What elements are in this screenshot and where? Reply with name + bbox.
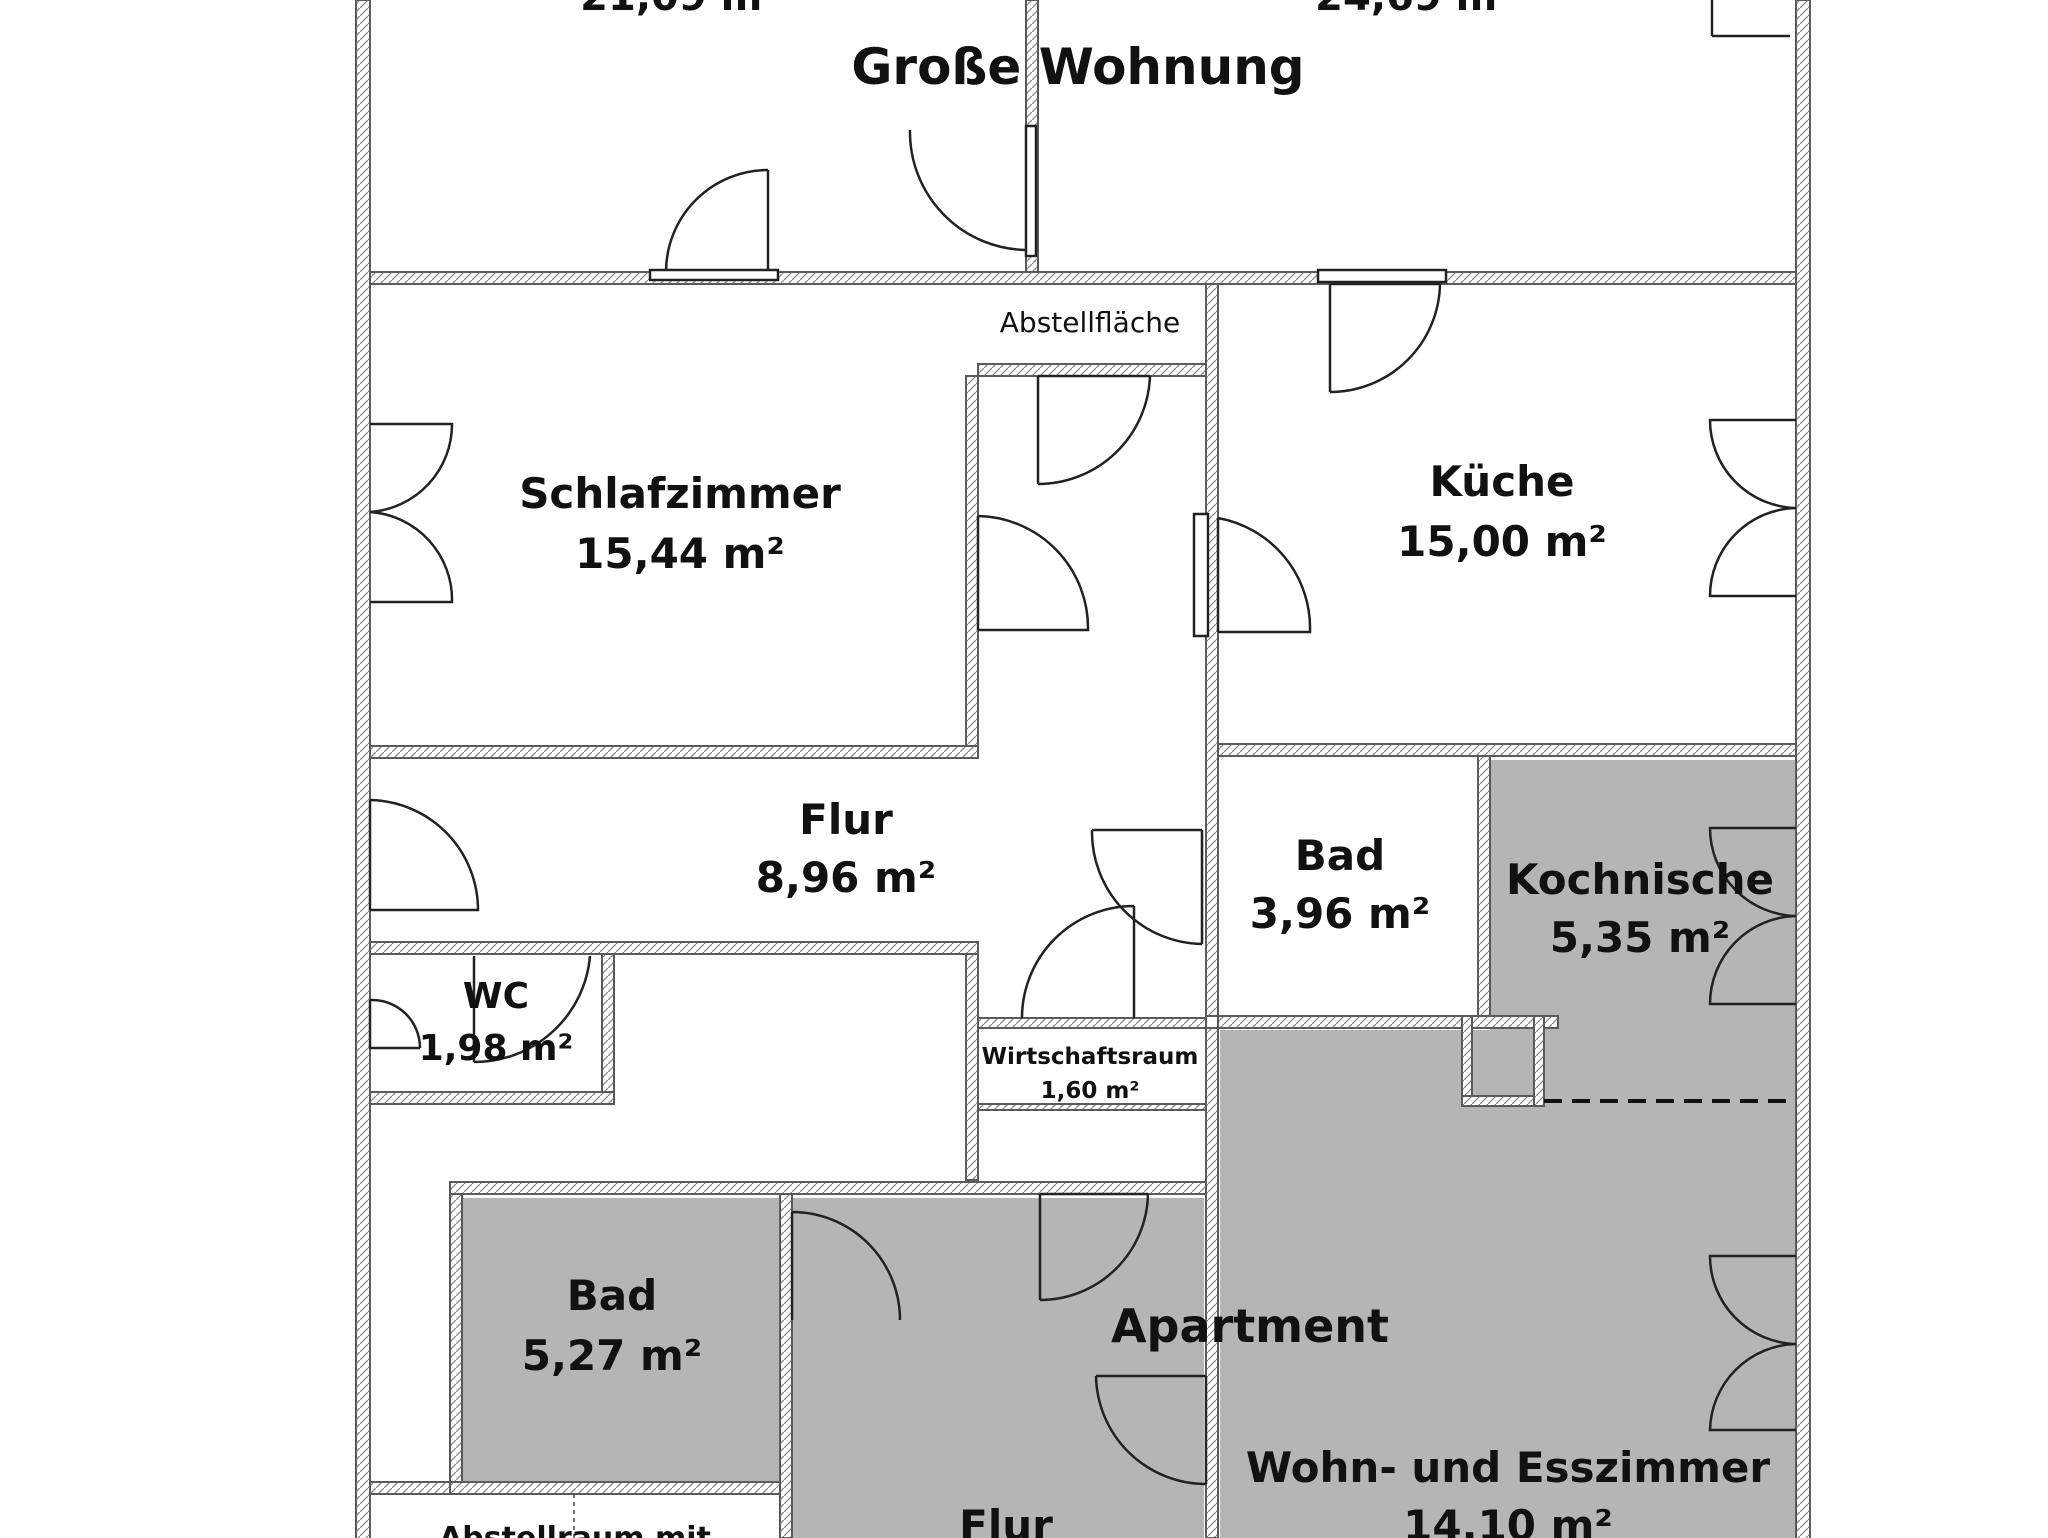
- door: [369, 422, 454, 604]
- apartment-title-small: Apartment: [1111, 1299, 1389, 1353]
- door: [1192, 512, 1312, 638]
- wall-v-kueche-left: [1205, 283, 1219, 1017]
- door: [1708, 826, 1797, 1006]
- bad-large-area: 3,96 m²: [1250, 889, 1430, 938]
- abstellraum-label: Abstellraum mit: [439, 1521, 711, 1538]
- wall-h-kueche-bottom: [1217, 743, 1797, 757]
- wall-h-abstellraum-top: [369, 1481, 451, 1495]
- flur-small-name: Flur: [959, 1501, 1053, 1538]
- kochnische-area: 5,35 m²: [1550, 913, 1730, 962]
- wall-niche-right: [1533, 1015, 1545, 1107]
- bad-small-fill: [462, 1198, 780, 1482]
- wirtschaftsraum-area: 1,60 m²: [1041, 1078, 1140, 1104]
- wall-niche-left: [1461, 1015, 1473, 1107]
- bad-large-name: Bad: [1295, 831, 1385, 880]
- door: [1038, 1192, 1150, 1302]
- door: [1316, 268, 1448, 394]
- wall-h-schlaf-bottom: [369, 745, 979, 759]
- door: [648, 168, 780, 282]
- door: [1090, 828, 1204, 946]
- wall-h-apartment-top: [449, 1181, 1207, 1195]
- schlafzimmer-area: 15,44 m²: [575, 529, 785, 578]
- wall-niche-bottom: [1461, 1095, 1545, 1107]
- door: [908, 124, 1038, 258]
- schlafzimmer-name: Schlafzimmer: [519, 469, 841, 518]
- doors: [368, 0, 1797, 1486]
- wall-h-bad-bottom: [1217, 1015, 1559, 1029]
- wall-v-bad-small-left: [449, 1193, 463, 1483]
- door: [1708, 418, 1797, 598]
- wall-h-wc-bottom: [369, 1091, 615, 1105]
- door: [976, 514, 1090, 632]
- wall-right: [1795, 0, 1811, 1538]
- room-area-top-right: 24,69 m²: [1315, 0, 1515, 20]
- flur-large-name: Flur: [799, 795, 893, 844]
- apartment-fills: [462, 760, 1796, 1538]
- flur-large-area: 8,96 m²: [756, 853, 936, 902]
- wall-left: [355, 0, 371, 1538]
- door: [1708, 1254, 1797, 1432]
- kueche-area: 15,00 m²: [1397, 517, 1607, 566]
- flur-small-fill: [792, 1198, 1204, 1538]
- wall-h-wirtschaft-top: [977, 1017, 1207, 1029]
- wall-h-flur-bottom: [369, 941, 979, 955]
- wall-v-schlaf-right: [965, 375, 979, 757]
- bad-small-name: Bad: [567, 1271, 657, 1320]
- abstellflaeche-label: Abstellfläche: [1000, 306, 1180, 339]
- wall-abstell-bottom: [977, 363, 1207, 377]
- door: [472, 955, 592, 1064]
- kueche-name: Küche: [1430, 457, 1575, 506]
- door: [368, 998, 422, 1050]
- wall-v-bad-small-right: [779, 1193, 793, 1538]
- wohnzimmer-fill: [1220, 1030, 1796, 1538]
- wohnzimmer-area: 14,10 m²: [1403, 1501, 1613, 1538]
- exterior-walls: [355, 0, 1811, 1538]
- wall-v-wc-right: [601, 953, 615, 1103]
- bad-small-area: 5,27 m²: [522, 1331, 702, 1380]
- door: [1036, 374, 1152, 486]
- room-area-top-left: 21,09 m²: [580, 0, 780, 20]
- wall-v-flur-right: [965, 953, 979, 1181]
- kochnische-name: Kochnische: [1506, 855, 1774, 904]
- wall-h-top: [369, 271, 1797, 285]
- wall-h-wirtschaft-mid: [977, 1103, 1207, 1111]
- wirtschaftsraum-name: Wirtschaftsraum: [982, 1044, 1199, 1070]
- wall-h-bad-small-bottom: [449, 1481, 781, 1495]
- wall-v-bad-right: [1477, 755, 1491, 1017]
- door: [1710, 0, 1790, 38]
- door: [790, 1210, 902, 1321]
- door: [1094, 1374, 1208, 1486]
- apartment-title-large: Große Wohnung: [851, 38, 1304, 96]
- wc-area: 1,98 m²: [419, 1028, 574, 1069]
- door: [368, 798, 480, 912]
- wohnzimmer-name: Wohn- und Esszimmer: [1246, 1443, 1771, 1492]
- labels: 21,09 m² 24,69 m² Große Wohnung Abstellf…: [419, 0, 1774, 1538]
- door: [1020, 904, 1136, 1019]
- wall-v-apartment-divider: [1205, 1027, 1219, 1538]
- wc-name: WC: [463, 976, 529, 1017]
